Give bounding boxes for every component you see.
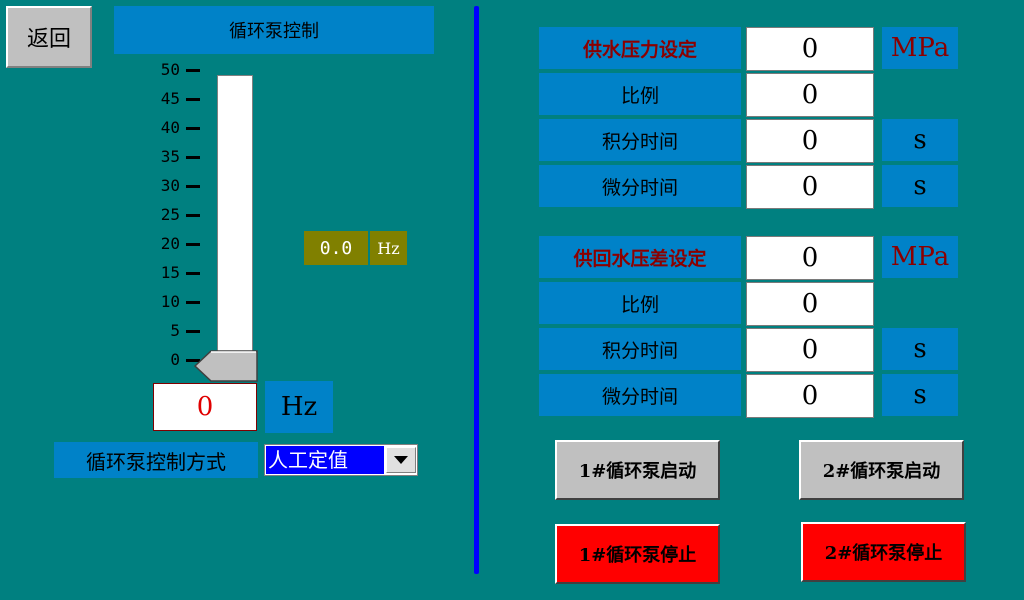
scale-tick-label: 45 xyxy=(160,89,180,108)
dropdown-button[interactable] xyxy=(386,447,416,473)
pump1-start-label: 1#循环泵启动 xyxy=(578,461,697,482)
frequency-input[interactable]: 0 xyxy=(153,383,257,431)
group2-row-label-text: 微分时间 xyxy=(601,385,678,408)
page-title-text: 循环泵控制 xyxy=(229,21,319,42)
group1-title: 供水压力设定 xyxy=(539,27,741,69)
group1-row-label-text: 微分时间 xyxy=(601,176,678,199)
pump1-start-button[interactable]: 1#循环泵启动 xyxy=(555,440,720,500)
group2-param-value: 0 xyxy=(801,381,819,411)
group2-unit-text: s xyxy=(913,380,927,410)
scale-tick-mark xyxy=(186,272,200,275)
group1-row-label-text: 积分时间 xyxy=(601,130,678,153)
group2-param-input[interactable]: 0 xyxy=(746,374,874,418)
group2-param-value: 0 xyxy=(801,335,819,365)
frequency-input-value: 0 xyxy=(196,392,214,422)
pump2-start-label: 2#循环泵启动 xyxy=(822,461,941,482)
pump2-stop-label: 2#循环泵停止 xyxy=(824,543,943,564)
group1-param-input[interactable]: 0 xyxy=(746,73,874,117)
group2-row-label-text: 积分时间 xyxy=(601,339,678,362)
group2-setpoint-input[interactable]: 0 xyxy=(746,236,874,280)
scale-tick-mark xyxy=(186,156,200,159)
pump1-stop-button[interactable]: 1#循环泵停止 xyxy=(555,524,720,584)
scale-tick-mark xyxy=(186,98,200,101)
group1-row-label: 比例 xyxy=(539,73,741,115)
scale-tick-label: 15 xyxy=(160,263,180,282)
scale-tick-mark xyxy=(186,330,200,333)
group2-param-input[interactable]: 0 xyxy=(746,282,874,326)
group1-row-label-text: 比例 xyxy=(620,84,659,107)
group2-unit: s xyxy=(882,328,958,370)
scale-tick-label: 50 xyxy=(160,60,180,79)
scale-tick-mark xyxy=(186,185,200,188)
panel-divider xyxy=(474,6,479,574)
group1-setpoint-input[interactable]: 0 xyxy=(746,27,874,71)
group1-unit-text: s xyxy=(913,171,927,201)
control-mode-selected: 人工定值 xyxy=(266,446,384,474)
pump2-start-button[interactable]: 2#循环泵启动 xyxy=(799,440,964,500)
frequency-readout-unit: Hz xyxy=(370,231,407,265)
scale-tick-mark xyxy=(186,243,200,246)
scale-tick-label: 20 xyxy=(160,234,180,253)
group1-row-label: 积分时间 xyxy=(539,119,741,161)
scale-tick-label: 0 xyxy=(170,350,180,369)
scale-tick-mark xyxy=(186,301,200,304)
group1-row-label: 微分时间 xyxy=(539,165,741,207)
frequency-readout-value: 0.0 xyxy=(319,237,353,259)
group2-unit: s xyxy=(882,374,958,416)
scale-tick-label: 30 xyxy=(160,176,180,195)
scale-tick-mark xyxy=(186,359,200,362)
group1-param-value: 0 xyxy=(801,126,819,156)
group2-row-label-text: 比例 xyxy=(620,293,659,316)
scale-tick-mark xyxy=(186,214,200,217)
group1-unit: s xyxy=(882,165,958,207)
pump2-stop-button[interactable]: 2#循环泵停止 xyxy=(801,522,966,582)
scale-tick-label: 40 xyxy=(160,118,180,137)
back-button[interactable]: 返回 xyxy=(6,6,92,68)
group1-param-input[interactable]: 0 xyxy=(746,165,874,209)
group1-param-input[interactable]: 0 xyxy=(746,119,874,163)
control-mode-label-text: 循环泵控制方式 xyxy=(86,449,226,474)
frequency-input-unit-text: Hz xyxy=(280,392,318,422)
group1-title-text: 供水压力设定 xyxy=(582,38,697,61)
scale-tick-mark xyxy=(186,127,200,130)
back-button-label: 返回 xyxy=(26,27,71,52)
group1-unit-text: MPa xyxy=(890,33,950,63)
group1-unit: s xyxy=(882,119,958,161)
group2-setpoint-value: 0 xyxy=(801,243,819,273)
group2-row-label: 积分时间 xyxy=(539,328,741,370)
group1-unit: MPa xyxy=(882,27,958,69)
group2-row-label: 比例 xyxy=(539,282,741,324)
group2-title-text: 供回水压差设定 xyxy=(573,247,707,270)
scale-tick-label: 5 xyxy=(170,321,180,340)
group2-param-input[interactable]: 0 xyxy=(746,328,874,372)
group2-unit: MPa xyxy=(882,236,958,278)
frequency-readout: 0.0 xyxy=(304,231,368,265)
frequency-readout-unit-text: Hz xyxy=(377,238,400,258)
frequency-slider-track[interactable] xyxy=(217,75,253,360)
group2-title: 供回水压差设定 xyxy=(539,236,741,278)
control-mode-label: 循环泵控制方式 xyxy=(54,442,258,478)
scale-tick-label: 35 xyxy=(160,147,180,166)
group2-param-value: 0 xyxy=(801,289,819,319)
pump1-stop-label: 1#循环泵停止 xyxy=(578,545,697,566)
control-mode-select[interactable]: 人工定值 xyxy=(264,444,418,476)
group1-param-value: 0 xyxy=(801,172,819,202)
group1-unit-text: s xyxy=(913,125,927,155)
scale-tick-label: 25 xyxy=(160,205,180,224)
group2-unit-text: s xyxy=(913,334,927,364)
frequency-input-unit: Hz xyxy=(265,381,333,433)
frequency-slider-handle[interactable] xyxy=(193,349,259,383)
page-title: 循环泵控制 xyxy=(114,6,434,54)
scale-tick-mark xyxy=(186,69,200,72)
group1-param-value: 0 xyxy=(801,80,819,110)
group2-unit-text: MPa xyxy=(890,242,950,272)
scale-tick-label: 10 xyxy=(160,292,180,311)
group1-setpoint-value: 0 xyxy=(801,34,819,64)
group2-row-label: 微分时间 xyxy=(539,374,741,416)
chevron-down-icon xyxy=(394,456,408,464)
